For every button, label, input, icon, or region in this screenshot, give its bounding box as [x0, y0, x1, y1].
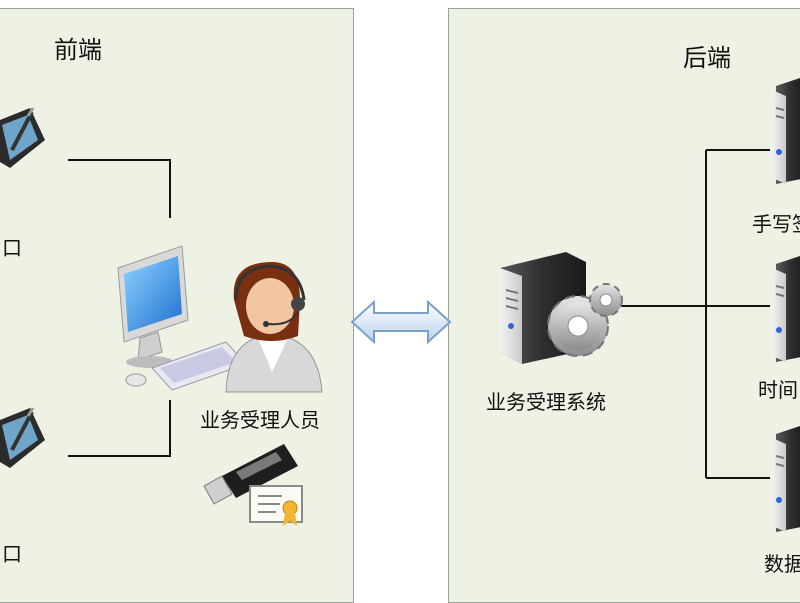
signature-pad-label-bottom: 口 — [2, 542, 22, 566]
server-icon-1 — [772, 78, 800, 184]
server-label-1: 手写签 — [752, 212, 800, 236]
signature-pad-icon-bottom — [0, 407, 45, 468]
staff-label: 业务受理人员 — [200, 408, 320, 432]
usb-key-icon — [203, 444, 298, 505]
server-label-2: 时间 — [758, 378, 798, 402]
frontend-title: 前端 — [54, 36, 102, 64]
operator-icon — [225, 262, 323, 393]
gear-icon — [547, 283, 623, 357]
frontend-connectors — [68, 159, 171, 457]
backend-connectors — [618, 149, 770, 479]
server-label-3: 数据 — [764, 552, 800, 576]
bidirectional-arrow-icon — [350, 299, 452, 345]
backend-title: 后端 — [683, 44, 731, 72]
signature-pad-icon-top — [0, 107, 45, 168]
business-system-label: 业务受理系统 — [486, 390, 606, 414]
computer-icon — [117, 245, 247, 391]
server-icon-2 — [772, 256, 800, 362]
server-icon-3 — [772, 426, 800, 532]
certificate-icon — [249, 485, 303, 526]
signature-pad-label-top: 口 — [2, 236, 22, 260]
